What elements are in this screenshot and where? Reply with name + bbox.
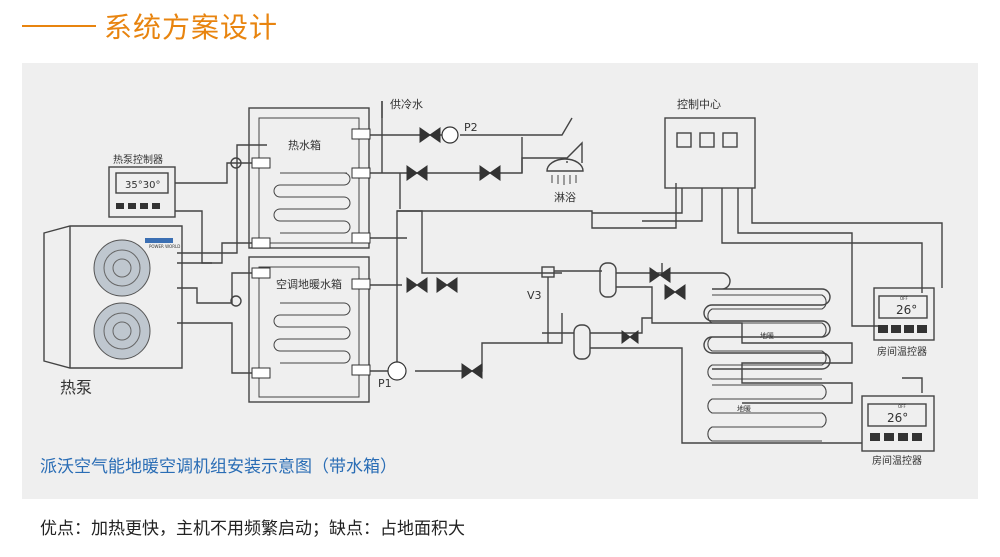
- hot-water-tank-label: 热水箱: [288, 138, 321, 152]
- page-title: 系统方案设计: [104, 11, 279, 44]
- ac-floor-tank: [248, 256, 370, 403]
- heat-pump-label: 热泵: [60, 378, 92, 397]
- thermostat-2-label: 房间温控器: [872, 454, 922, 467]
- diagram-panel: 热水箱 空调地暖水箱 热泵控制器 35°30° 热泵 POWER WORLD 供…: [22, 63, 978, 499]
- pump-p1-label: P1: [378, 377, 392, 390]
- thermostat-1-tag: OFF: [900, 296, 908, 301]
- cold-water-label: 供冷水: [390, 97, 423, 111]
- ac-floor-tank-label: 空调地暖水箱: [276, 277, 342, 291]
- system-diagram: 热水箱 空调地暖水箱 热泵控制器 35°30° 热泵 POWER WORLD 供…: [43, 97, 943, 467]
- controller-display: 35°30°: [125, 180, 160, 191]
- floor-heating-1-label: 地暖: [760, 331, 774, 340]
- brand-mark: POWER WORLD: [149, 244, 180, 249]
- heat-pump-controller: [108, 166, 176, 218]
- pump-p2-label: P2: [464, 121, 478, 134]
- shower-label: 淋浴: [554, 191, 576, 204]
- header-rule: [22, 25, 96, 27]
- thermostat-1: [873, 287, 935, 341]
- thermostat-2: [861, 395, 935, 452]
- pros-cons-note: 优点：加热更快，主机不用频繁启动；缺点：占地面积大: [40, 519, 465, 539]
- floor-heating-2-label: 地暖: [737, 404, 751, 413]
- hot-water-tank: [248, 107, 370, 249]
- thermostat-2-tag: OFF: [898, 404, 906, 409]
- control-center: [664, 117, 756, 189]
- thermostat-2-temp: 26°: [887, 411, 908, 425]
- heat-pump-controller-label: 热泵控制器: [113, 153, 163, 166]
- page-header: 系统方案设计: [0, 0, 1000, 52]
- thermostat-1-temp: 26°: [896, 303, 917, 317]
- control-center-label: 控制中心: [677, 97, 721, 111]
- diagram-caption: 派沃空气能地暖空调机组安装示意图（带水箱）: [40, 457, 397, 477]
- valve-v3-label: V3: [527, 289, 542, 302]
- thermostat-1-label: 房间温控器: [877, 345, 927, 358]
